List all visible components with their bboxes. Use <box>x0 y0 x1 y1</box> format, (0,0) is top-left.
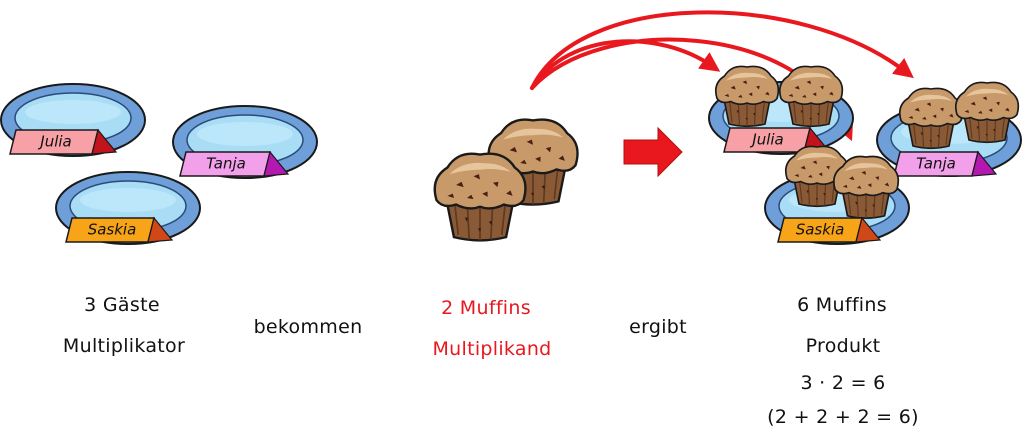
arrow-to-tanja <box>530 10 914 90</box>
name-tag-saskia: Saskia <box>65 216 174 243</box>
caption-receive: bekommen <box>253 316 363 338</box>
tag-label-tanja: Tanja <box>206 155 246 173</box>
caption-muffins-count: 2 Muffins <box>441 297 531 319</box>
tag-label-saskia: Saskia <box>796 221 845 239</box>
caption-multiplicand: Multiplikand <box>432 338 552 360</box>
caption-guests-count: 3 Gäste <box>84 294 160 316</box>
caption-multiplier: Multiplikator <box>62 335 186 357</box>
name-tag-saskia: Saskia <box>777 216 882 243</box>
plate-saskia-empty: Saskia <box>55 171 201 245</box>
caption-equation: 3 · 2 = 6 <box>800 372 886 394</box>
arrow-to-julia <box>530 39 721 90</box>
tag-label-saskia: Saskia <box>88 221 137 239</box>
tag-label-julia: Julia <box>749 131 783 149</box>
plate-tanja-empty: Tanja <box>172 105 318 179</box>
caption-product-count: 6 Muffins <box>797 294 887 316</box>
name-tag-julia: Julia <box>9 128 118 155</box>
tag-label-tanja: Tanja <box>916 155 956 173</box>
plate-saskia-full: Saskia <box>764 145 910 245</box>
name-tag-tanja: Tanja <box>893 150 998 177</box>
plate-julia-empty: Julia <box>0 83 146 157</box>
plate-julia-full: Julia <box>708 65 854 155</box>
right-arrow-icon <box>623 126 683 178</box>
name-tag-tanja: Tanja <box>179 150 290 177</box>
muffin-icon <box>433 152 527 242</box>
caption-product: Produkt <box>805 335 881 357</box>
caption-results-in: ergibt <box>629 316 687 338</box>
tag-label-julia: Julia <box>37 133 71 151</box>
plate-tanja-full: Tanja <box>876 81 1022 177</box>
caption-sum: (2 + 2 + 2 = 6) <box>767 406 919 428</box>
